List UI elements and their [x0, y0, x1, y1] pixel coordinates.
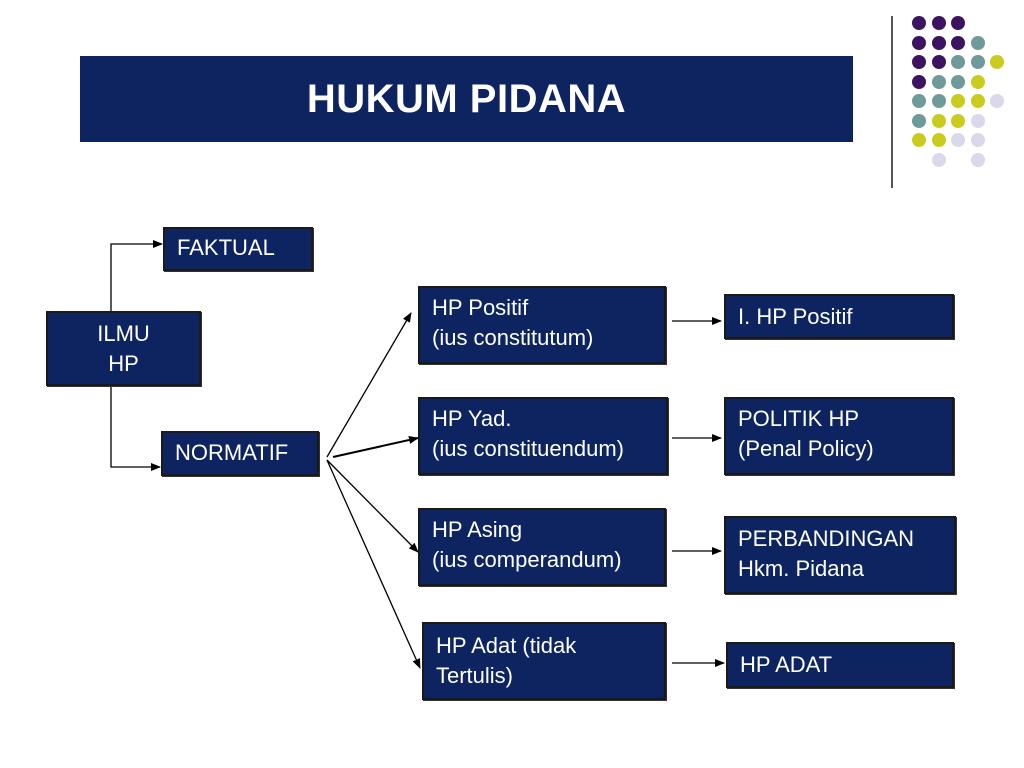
- decor-dot: [990, 94, 1004, 108]
- node-ilmu-hp: ILMU HP: [46, 311, 201, 386]
- decor-dot: [970, 94, 985, 108]
- decor-dot: [970, 55, 985, 69]
- node-hp-adat-line1: HP Adat (tidak: [436, 633, 577, 658]
- decor-dot: [951, 113, 965, 128]
- node-hp-adat-line2: Tertulis): [436, 663, 514, 688]
- node-politik-hp: POLITIK HP (Penal Policy): [724, 397, 954, 475]
- node-hp-yad: HP Yad. (ius constituendum): [418, 397, 668, 475]
- node-perbandingan-line2: Hkm. Pidana: [738, 556, 864, 581]
- decor-dot: [931, 16, 946, 30]
- decor-dot: [951, 55, 965, 69]
- decor-dot: [970, 74, 985, 89]
- node-ilmu-line2: HP: [108, 351, 139, 376]
- decorative-vertical-line: [891, 16, 893, 188]
- node-hp-yad-line1: HP Yad.: [432, 406, 512, 431]
- arrow-normatif-hp-yad: [332, 436, 419, 458]
- decor-dot: [912, 133, 926, 147]
- arrow-normatif-hp-adat: [326, 459, 421, 669]
- arrow-ilmu-faktual: [110, 240, 163, 311]
- node-i-hp-positif-label: I. HP Positif: [738, 304, 853, 329]
- node-hp-adat-result-label: HP ADAT: [740, 652, 833, 677]
- node-politik-hp-line2: (Penal Policy): [738, 436, 874, 461]
- decor-dot: [931, 74, 946, 89]
- node-hp-adat-result: HP ADAT: [726, 642, 954, 688]
- decor-dot: [970, 113, 985, 128]
- node-ilmu-line1: ILMU: [97, 321, 150, 346]
- decor-dot: [951, 35, 965, 50]
- decor-dot: [931, 152, 946, 167]
- page-title: HUKUM PIDANA: [306, 76, 627, 121]
- node-faktual-label: FAKTUAL: [177, 235, 275, 260]
- decor-dot: [912, 35, 926, 50]
- node-perbandingan: PERBANDINGAN Hkm. Pidana: [724, 516, 956, 594]
- node-hp-asing: HP Asing (ius comperandum): [418, 508, 666, 586]
- node-faktual: FAKTUAL: [163, 227, 313, 271]
- arrow-normatif-hp-positif: [326, 312, 412, 458]
- decor-dot: [931, 113, 946, 128]
- node-perbandingan-line1: PERBANDINGAN: [738, 526, 915, 551]
- decor-dot: [951, 74, 965, 89]
- node-hp-asing-line1: HP Asing: [432, 517, 523, 542]
- decor-dot: [912, 74, 926, 89]
- node-hp-positif-line1: HP Positif: [432, 295, 529, 320]
- decor-dot: [931, 133, 946, 147]
- node-normatif: NORMATIF: [161, 431, 319, 476]
- node-hp-positif: HP Positif (ius constitutum): [418, 286, 666, 364]
- decor-dot: [951, 133, 965, 147]
- decor-dot: [970, 133, 985, 147]
- node-i-hp-positif: I. HP Positif: [724, 294, 954, 339]
- node-hp-yad-line2: (ius constituendum): [432, 436, 624, 461]
- decor-dot: [912, 113, 926, 128]
- decor-dot: [931, 35, 946, 50]
- node-hp-adat: HP Adat (tidak Tertulis): [422, 622, 666, 700]
- decor-dot: [931, 55, 946, 69]
- decor-dot: [931, 94, 946, 108]
- node-normatif-label: NORMATIF: [175, 440, 289, 465]
- decor-dot: [951, 94, 965, 108]
- title-banner: HUKUM PIDANA: [80, 56, 853, 142]
- node-hp-asing-line2: (ius comperandum): [432, 547, 622, 572]
- decor-dot: [951, 16, 965, 30]
- decor-dot: [912, 94, 926, 108]
- decor-dot: [970, 152, 985, 167]
- node-politik-hp-line1: POLITIK HP: [738, 406, 860, 431]
- decor-dot: [970, 35, 985, 50]
- decor-dot: [912, 16, 926, 30]
- decor-dot: [990, 55, 1004, 69]
- decor-dot: [912, 55, 926, 69]
- node-hp-positif-line2: (ius constitutum): [432, 325, 594, 350]
- arrow-normatif-hp-asing: [326, 459, 419, 553]
- arrow-ilmu-normatif: [110, 386, 161, 471]
